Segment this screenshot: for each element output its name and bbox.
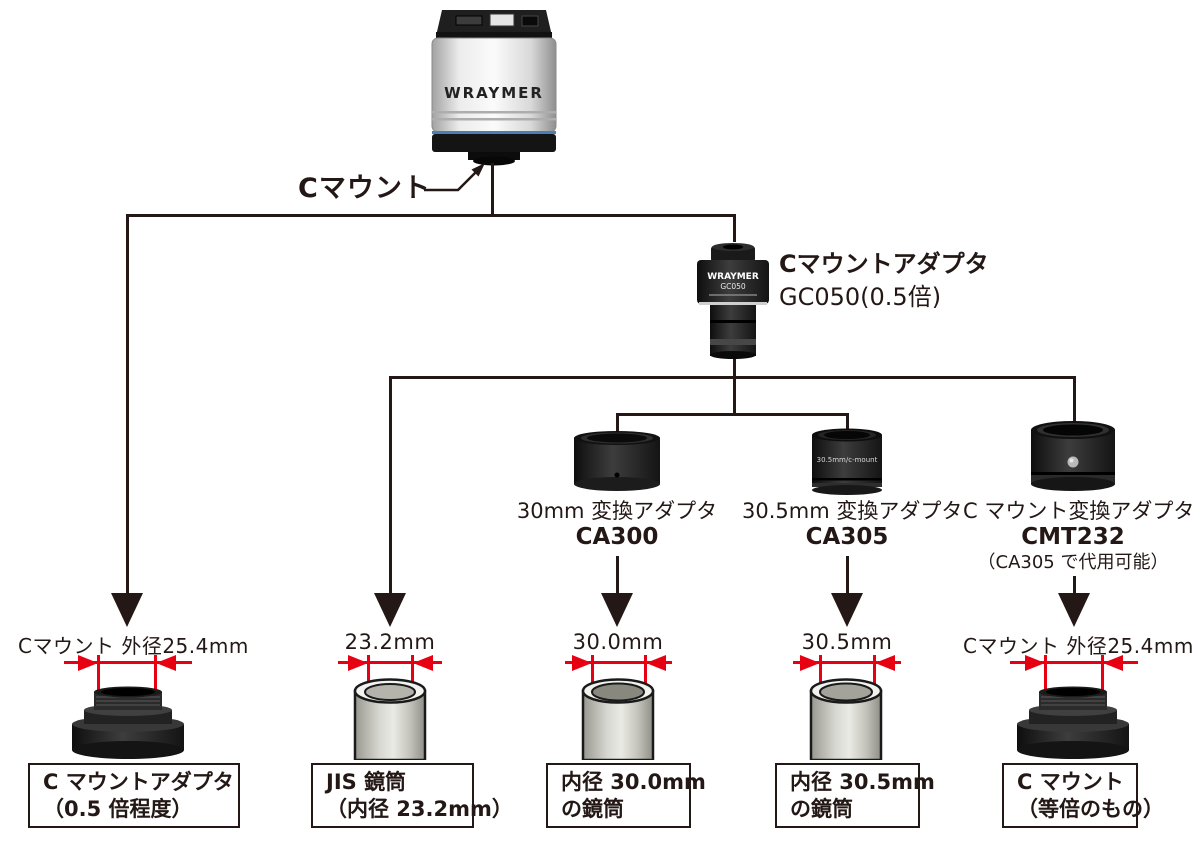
line-ca305-bottom [846, 556, 849, 595]
line-ca300-top [616, 413, 619, 432]
gc050-device-model-text: GC050 [720, 282, 746, 291]
tube-image-col4 [809, 678, 883, 760]
gc050-title: Cマウントアダプタ [779, 250, 989, 278]
endbox-col5-line2: （等倍のもの） [1017, 796, 1164, 821]
camera-image: WRAYMER [431, 10, 557, 166]
line-lower-branch [616, 413, 849, 416]
camera-brand-text: WRAYMER [444, 84, 544, 102]
cmt232-note: （CA305 で代用可能） [977, 552, 1169, 573]
line-ca300-bottom [616, 556, 619, 595]
gc050-device-brand-text: WRAYMER [707, 272, 759, 282]
arrow-down-icon [1058, 593, 1090, 627]
measure-col4: 30.5mm [801, 630, 893, 654]
cmount-adapter-image-col5 [1017, 686, 1129, 759]
measure-col2: 23.2mm [344, 630, 436, 654]
line-ca305-top [846, 413, 849, 430]
endbox-col4: 内径 30.5mm の鏡筒 [775, 763, 935, 828]
camera-port-hdmi [455, 15, 483, 26]
camera-bottom-band [432, 134, 556, 152]
cmt232-label: C マウント変換アダプタ CMT232 （CA305 で代用可能） [963, 498, 1195, 575]
camera-blue-stripe [432, 131, 556, 134]
cmount-adapter-image-col1 [72, 686, 184, 759]
line-col2-drop [389, 376, 392, 595]
endbox-col5-line1: C マウント [1017, 769, 1124, 794]
endbox-col3-line1: 内径 30.0mm [561, 769, 706, 794]
tube-image-col3 [581, 678, 655, 760]
dimension-indicator-col3 [565, 655, 672, 701]
measure-col5: Cマウント 外径25.4mm [963, 634, 1194, 658]
ca305-device-text: 30.5mm/c-mount [817, 456, 878, 464]
ca305-name: 30.5mm 変換アダプタ [742, 499, 963, 523]
endbox-col2-line1: JIS 鏡筒 [326, 769, 407, 794]
ca300-label: 30mm 変換アダプタ CA300 [512, 498, 722, 551]
endbox-col3: 内径 30.0mm の鏡筒 [546, 763, 706, 828]
line-top-branch [126, 214, 736, 217]
dimension-indicator-col4 [793, 655, 901, 701]
gc050-adapter-image: WRAYMER GC050 [697, 243, 769, 359]
endbox-col1-line1: C マウントアダプタ [43, 769, 234, 794]
arrow-down-icon [111, 593, 143, 627]
ca305-model: CA305 [805, 524, 889, 550]
line-col1-drop [126, 214, 129, 595]
dimension-indicator-col1 [64, 655, 192, 701]
cmt232-model: CMT232 [1021, 524, 1125, 550]
cmt232-screw [1067, 456, 1079, 468]
camera-port-usb [489, 13, 515, 27]
gc050-label: Cマウントアダプタ GC050(0.5倍) [779, 248, 989, 314]
endbox-col1: C マウントアダプタ （0.5 倍程度） [28, 763, 240, 828]
measure-col3: 30.0mm [572, 630, 664, 654]
ca305-label: 30.5mm 変換アダプタ CA305 [742, 498, 963, 551]
endbox-col2-line2: （内径 23.2mm） [326, 796, 513, 821]
cmt232-name: C マウント変換アダプタ [963, 499, 1195, 523]
endbox-col4-line1: 内径 30.5mm [790, 769, 935, 794]
tube-image-col2 [353, 678, 427, 760]
cmt232-adapter-image [1031, 421, 1115, 491]
line-camera-drop [491, 163, 494, 216]
endbox-col1-line2: （0.5 倍程度） [43, 796, 193, 821]
endbox-col5: C マウント （等倍のもの） [1002, 763, 1164, 828]
callout-arrow-icon [424, 163, 485, 192]
dimension-indicator-col2 [338, 655, 442, 701]
camera-port-sd [521, 15, 539, 27]
endbox-col3-line2: の鏡筒 [561, 796, 624, 821]
endbox-col2: JIS 鏡筒 （内径 23.2mm） [311, 763, 513, 828]
arrow-down-icon [601, 593, 633, 627]
line-mid-branch [389, 376, 1076, 379]
dimension-indicator-col5 [1010, 655, 1138, 701]
ca300-model: CA300 [575, 524, 659, 550]
cmount-callout-label: Cマウント [298, 173, 431, 204]
arrow-down-icon [831, 593, 863, 627]
ca305-adapter-image: 30.5mm/c-mount [812, 428, 882, 495]
line-gc050-top [733, 214, 736, 242]
line-cmt232-bottom [1073, 576, 1076, 595]
ca300-name: 30mm 変換アダプタ [516, 499, 718, 523]
gc050-model: GC050(0.5倍) [779, 283, 942, 311]
camera-cmount-ring [468, 152, 520, 160]
line-gc050-bottom [733, 356, 736, 416]
arrow-down-icon [374, 593, 406, 627]
measure-col1: Cマウント 外径25.4mm [18, 634, 249, 658]
line-cmt232-top [1073, 376, 1076, 422]
endbox-col4-line2: の鏡筒 [790, 796, 853, 821]
ca300-adapter-image [574, 431, 660, 491]
